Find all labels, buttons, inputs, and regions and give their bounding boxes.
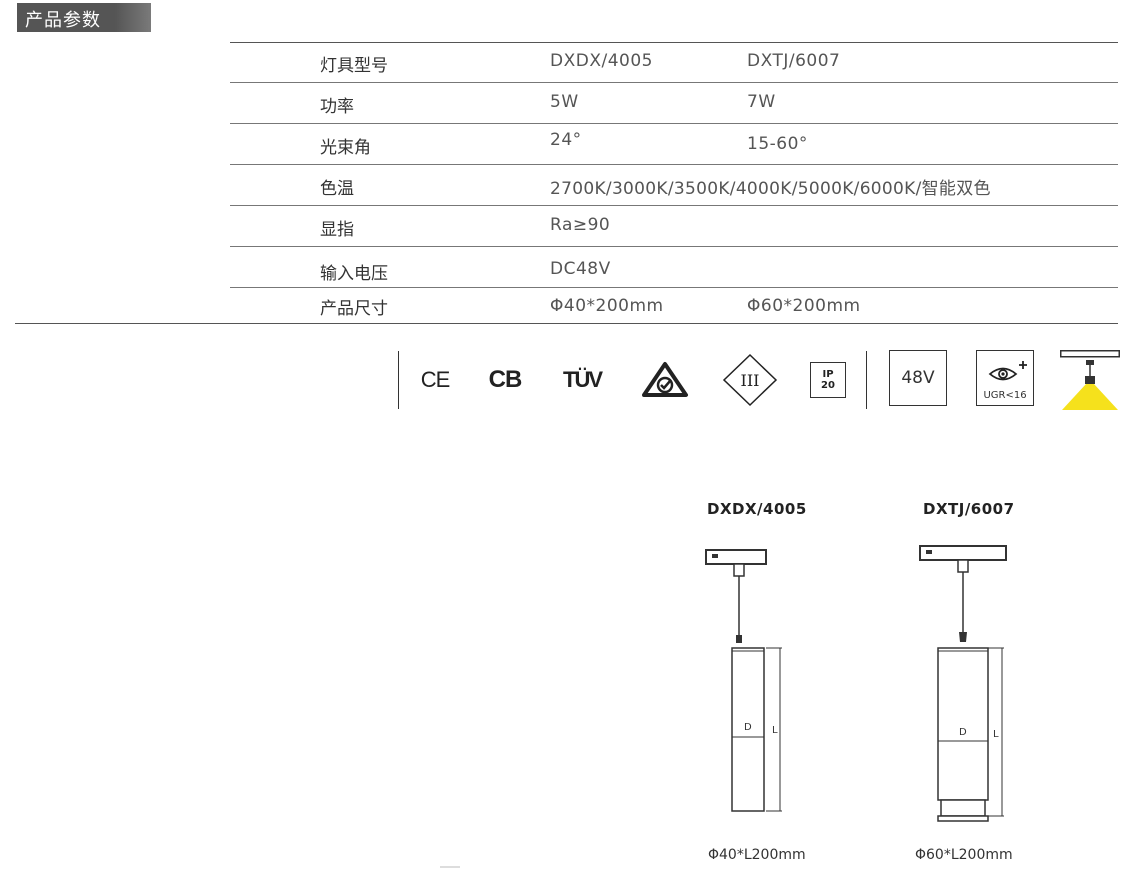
row-divider [230, 246, 1118, 247]
row-label: 显指 [320, 220, 354, 240]
ugr-badge: UGR<16 [976, 350, 1034, 406]
lamp-dimension-drawing: L D [705, 549, 782, 812]
row-value-1: 24° [550, 130, 582, 150]
ip-rating-icon: IP 20 [810, 362, 846, 398]
table-row-cri: 显指 Ra≥90 [230, 206, 1118, 247]
table-row-model: 灯具型号 DXDX/4005 DXTJ/6007 [230, 42, 1118, 83]
table-row-input-voltage: 输入电压 DC48V [230, 247, 1118, 288]
row-value-1: DC48V [550, 259, 611, 279]
table-row-power: 功率 5W 7W [230, 83, 1118, 124]
drawing-dxdx-4005: DXDX/4005 L D Φ40*L200mm [690, 495, 840, 869]
row-divider [230, 287, 1118, 288]
ugr-label: UGR<16 [983, 390, 1027, 401]
section-title: 产品参数 [25, 10, 101, 31]
row-value-2: 7W [747, 92, 776, 112]
svg-text:L: L [993, 729, 999, 740]
drawing-dxtj-6007: DXTJ/6007 L D Φ60*L200mm [900, 495, 1050, 869]
rcm-mark-icon [640, 360, 690, 400]
row-value-2: Φ60*200mm [747, 296, 861, 316]
ce-mark-icon: CE [420, 367, 451, 392]
drawing-caption: Φ60*L200mm [915, 847, 1013, 863]
svg-text:III: III [741, 371, 760, 390]
row-value-1: Ra≥90 [550, 215, 611, 235]
lamp-dimension-drawing: L D [919, 545, 1007, 822]
row-value-1: 2700K/3000K/3500K/4000K/5000K/6000K/智能双色 [550, 179, 991, 199]
row-divider [230, 205, 1118, 206]
row-value-1: 5W [550, 92, 579, 112]
section-title-bar: 产品参数 [17, 3, 151, 32]
class-iii-mark-icon: III [722, 353, 778, 407]
table-row-beam-angle: 光束角 24° 15-60° [230, 124, 1118, 165]
drawing-caption: Φ40*L200mm [708, 847, 806, 863]
drawing-model-title: DXDX/4005 [707, 500, 807, 518]
row-value-2: DXTJ/6007 [747, 51, 841, 71]
row-divider [230, 164, 1118, 165]
row-label: 灯具型号 [320, 56, 388, 76]
table-row-size: 产品尺寸 Φ40*200mm Φ60*200mm [230, 288, 1118, 323]
certification-row: CE CB TÜV III IP 20 48V UGR<16 [0, 345, 1148, 415]
row-label: 功率 [320, 97, 354, 117]
row-value-1: DXDX/4005 [550, 51, 653, 71]
eye-icon [988, 361, 1027, 381]
row-value-1: Φ40*200mm [550, 296, 664, 316]
svg-text:D: D [959, 727, 967, 738]
row-label: 光束角 [320, 138, 371, 158]
drawing-model-title: DXTJ/6007 [923, 500, 1015, 518]
svg-text:D: D [744, 722, 752, 733]
table-bottom-rule [15, 323, 1118, 324]
title-shade [115, 3, 151, 32]
row-label: 产品尺寸 [320, 299, 388, 319]
row-divider [230, 123, 1118, 124]
row-divider [230, 82, 1118, 83]
row-label: 色温 [320, 179, 354, 199]
svg-text:L: L [772, 725, 778, 736]
separator-right [866, 351, 867, 409]
row-value-2: 15-60° [747, 134, 808, 154]
track-light-beam-icon [1060, 350, 1120, 410]
voltage-badge: 48V [889, 350, 947, 406]
table-top-rule [230, 42, 1118, 43]
separator-left [398, 351, 399, 409]
cb-mark-icon: CB [488, 366, 523, 393]
table-row-color-temp: 色温 2700K/3000K/3500K/4000K/5000K/6000K/智… [230, 165, 1118, 206]
tuv-mark-icon: TÜV [563, 367, 603, 392]
row-label: 输入电压 [320, 264, 388, 284]
page-fragment-mark [440, 866, 460, 868]
voltage-label: 48V [901, 368, 935, 388]
